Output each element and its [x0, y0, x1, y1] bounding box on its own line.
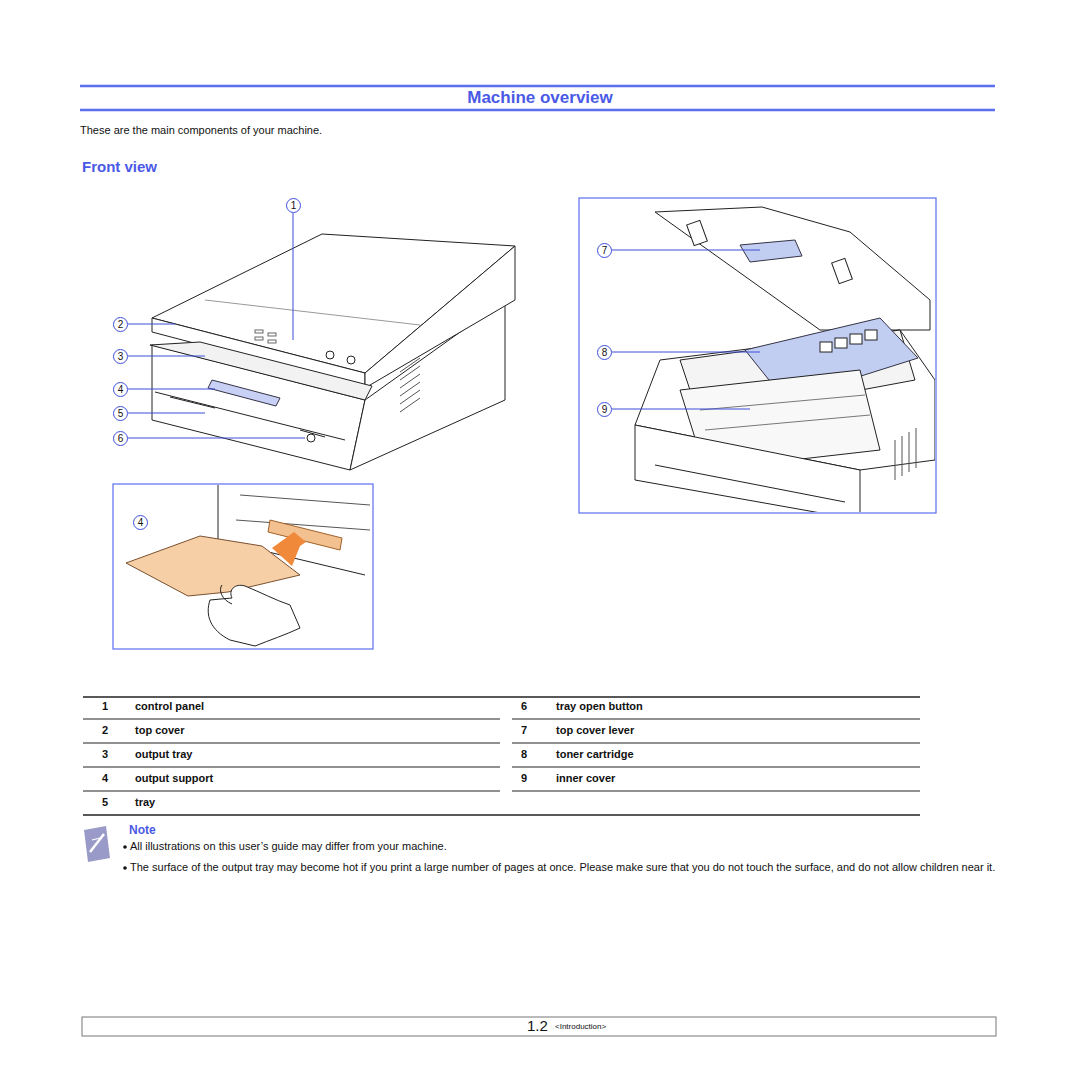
bullet	[123, 845, 127, 849]
note-heading: Note	[129, 823, 156, 838]
page-number: 1.2	[527, 1017, 548, 1036]
footer-frame	[82, 1017, 996, 1036]
table-cell: 3	[95, 748, 115, 762]
table-cell: control panel	[135, 700, 204, 714]
rule	[80, 109, 995, 112]
intro-text: These are the main components of your ma…	[80, 124, 322, 138]
table-cell: output support	[135, 772, 213, 786]
note-icon	[84, 826, 110, 862]
table-cell: 9	[514, 772, 534, 786]
table-cell: 5	[95, 796, 115, 810]
open-printer-drawing	[635, 207, 935, 512]
table-cell: 4	[95, 772, 115, 786]
note-text: All illustrations on this user’s guide m…	[130, 840, 447, 854]
callout-number: 4	[133, 515, 148, 530]
section-heading: Front view	[82, 158, 157, 177]
page-title: Machine overview	[467, 87, 613, 108]
note-text: The surface of the output tray may becom…	[130, 861, 996, 875]
table-cell: 2	[95, 724, 115, 738]
inset-drawing	[126, 485, 370, 646]
callout-number: 9	[597, 402, 612, 417]
callout-number: 3	[113, 349, 128, 364]
table-cell: inner cover	[556, 772, 615, 786]
callout-number: 7	[597, 243, 612, 258]
table-cell: tray open button	[556, 700, 643, 714]
table-cell: 1	[95, 700, 115, 714]
bullet	[123, 866, 127, 870]
table-cell: top cover	[135, 724, 185, 738]
leader-line	[128, 213, 305, 438]
table-cell: tray	[135, 796, 155, 810]
printer-drawing	[150, 234, 515, 470]
table-rule	[83, 697, 920, 815]
table-cell: 8	[514, 748, 534, 762]
callout-number: 5	[113, 406, 128, 421]
callout-number: 1	[286, 198, 301, 213]
inset-frame	[113, 484, 373, 649]
table-cell: top cover lever	[556, 724, 634, 738]
table-cell: 7	[514, 724, 534, 738]
table-cell: output tray	[135, 748, 192, 762]
footer-text: <Introduction>	[555, 1022, 606, 1032]
callout-number: 4	[113, 382, 128, 397]
callout-number: 2	[113, 317, 128, 332]
rule	[80, 85, 995, 88]
callout-number: 8	[597, 345, 612, 360]
table-cell: toner cartridge	[556, 748, 634, 762]
table-cell: 6	[514, 700, 534, 714]
leader-line	[612, 250, 760, 409]
callout-number: 6	[113, 431, 128, 446]
